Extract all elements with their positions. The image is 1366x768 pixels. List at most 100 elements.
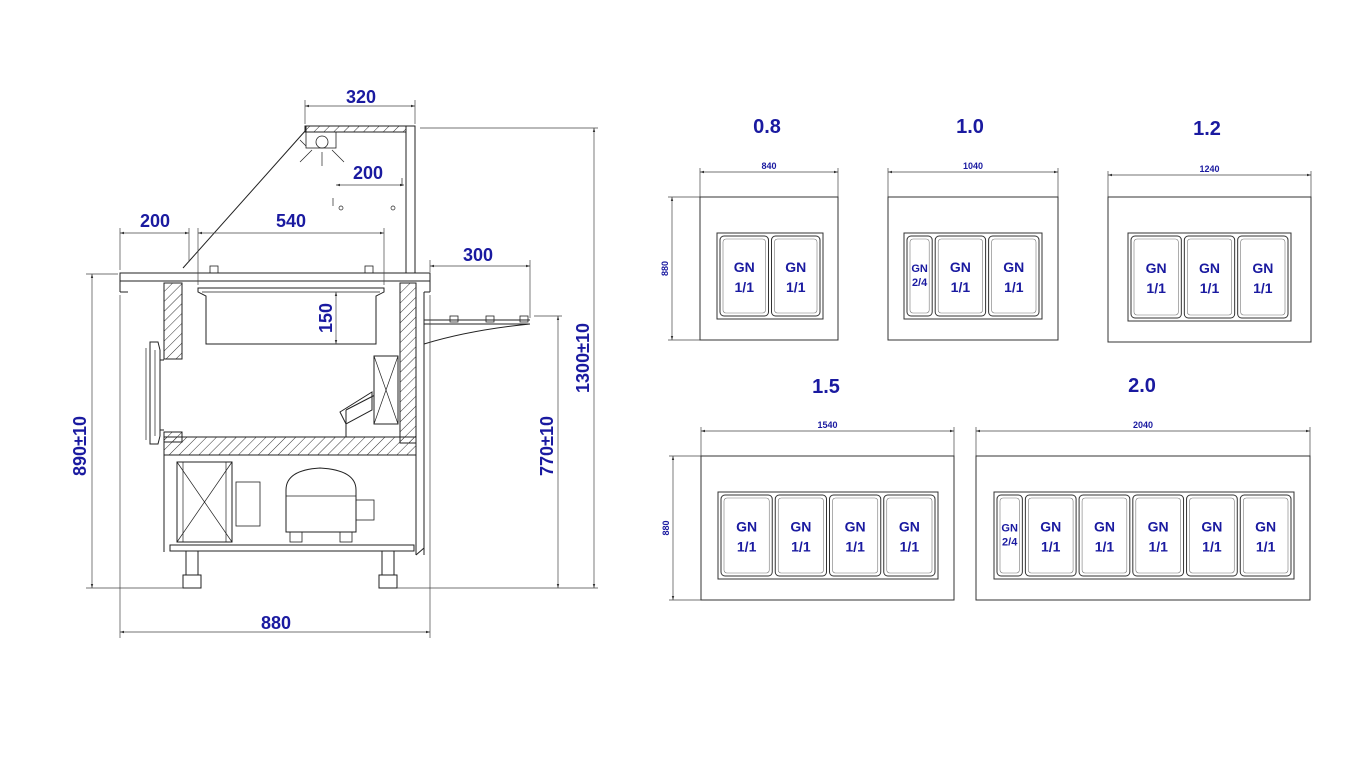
dim-counter-height: 890±10 bbox=[70, 416, 90, 476]
plan-view-title: 1.5 bbox=[812, 376, 840, 398]
pan-well bbox=[1127, 232, 1292, 322]
gn-size: 1/1 bbox=[791, 539, 811, 555]
plan-width-label: 1240 bbox=[1199, 164, 1219, 174]
gn-size: 1/1 bbox=[1148, 539, 1168, 555]
gn-pan-1-1: GN 1/1 bbox=[1024, 494, 1077, 577]
top-shelf bbox=[304, 125, 416, 133]
side-section-view: 320 200 200 540 150 300 880 890±10 bbox=[70, 87, 598, 638]
insulated-floor bbox=[163, 436, 417, 456]
gn-pan-1-1: GN 1/1 bbox=[1239, 494, 1292, 577]
gn-label: GN bbox=[1040, 519, 1061, 535]
gn-size: 2/4 bbox=[1002, 537, 1018, 549]
dim-pan-width: 540 bbox=[276, 211, 306, 231]
plan-view-title: 2.0 bbox=[1128, 375, 1156, 397]
plan-depth-label: 880 bbox=[661, 520, 671, 535]
gn-size: 1/1 bbox=[1041, 539, 1061, 555]
gn-pan-2-4: GN 2/4 bbox=[906, 235, 933, 317]
gn-label: GN bbox=[1255, 519, 1276, 535]
gn-pan-1-1: GN 1/1 bbox=[1183, 235, 1236, 319]
dim-total-width: 880 bbox=[261, 613, 291, 633]
gn-size: 1/1 bbox=[951, 279, 971, 295]
pan-well bbox=[903, 232, 1043, 320]
pan-well bbox=[717, 491, 939, 580]
pan-well bbox=[993, 491, 1295, 580]
gn-pan-1-1: GN 1/1 bbox=[1130, 235, 1182, 319]
dim-total-height: 1300±10 bbox=[573, 323, 593, 393]
gn-pan-2-4: GN 2/4 bbox=[996, 494, 1023, 577]
gn-label: GN bbox=[1148, 519, 1169, 535]
counter-top bbox=[119, 272, 431, 282]
gn-size: 1/1 bbox=[1202, 539, 1222, 555]
plan-width-label: 2040 bbox=[1133, 420, 1153, 430]
gn-size: 1/1 bbox=[1256, 539, 1276, 555]
dim-rear-height: 770±10 bbox=[537, 416, 557, 476]
gn-pan-1-1: GN 1/1 bbox=[1237, 235, 1289, 319]
gn-pan-1-1: GN1/1 bbox=[829, 494, 882, 577]
dim-rear-shelf: 300 bbox=[463, 245, 493, 265]
plan-width-label: 840 bbox=[761, 161, 776, 171]
dim-pan-depth: 150 bbox=[316, 303, 336, 333]
foot-rear bbox=[381, 550, 395, 576]
gn-pan-1-1: GN1/1 bbox=[720, 494, 773, 577]
gn-pan-1-1: GN 1/1 bbox=[719, 235, 769, 317]
gn-pan-1-1: GN 1/1 bbox=[1132, 494, 1185, 577]
gn-pan-1-1: GN 1/1 bbox=[934, 235, 987, 317]
gn-label: GN bbox=[1094, 519, 1115, 535]
compressor bbox=[285, 467, 375, 543]
dim-front-shelf: 200 bbox=[140, 211, 170, 231]
gn-pan-1-1: GN 1/1 bbox=[1078, 494, 1131, 577]
plan-view-title: 1.0 bbox=[956, 116, 984, 138]
dim-top-width: 320 bbox=[346, 87, 376, 107]
gn-label: GN bbox=[1252, 260, 1273, 276]
gn-size: 1/1 bbox=[1004, 279, 1024, 295]
gn-label: GN bbox=[790, 519, 811, 535]
gn-size: 1/1 bbox=[1146, 280, 1166, 296]
gn-size: 1/1 bbox=[1095, 539, 1115, 555]
gn-label: GN bbox=[899, 519, 920, 535]
light-icon bbox=[299, 131, 345, 166]
gn-label: GN bbox=[734, 259, 755, 275]
rear-wall bbox=[399, 282, 417, 444]
dim-light: 200 bbox=[353, 163, 383, 183]
gn-pan-1-1: GN 1/1 bbox=[988, 235, 1040, 317]
plan-width-label: 1540 bbox=[817, 420, 837, 430]
gn-pan-1-1: GN 1/1 bbox=[1186, 494, 1238, 577]
plan-view-title: 0.8 bbox=[753, 116, 781, 138]
front-glass bbox=[182, 129, 307, 269]
plan-view-title: 1.2 bbox=[1193, 118, 1221, 140]
gn-label: GN bbox=[1146, 260, 1167, 276]
door-handle bbox=[149, 341, 161, 445]
foot-front bbox=[185, 550, 199, 576]
gn-label: GN bbox=[950, 259, 971, 275]
gn-pan-1-1: GN 1/1 bbox=[883, 494, 936, 577]
gn-size: 1/1 bbox=[1253, 280, 1273, 296]
plan-width-label: 1040 bbox=[963, 161, 983, 171]
plan-depth-label: 880 bbox=[660, 261, 670, 276]
gn-pan-1-1: GN 1/1 bbox=[774, 494, 827, 577]
gn-label: GN bbox=[785, 259, 806, 275]
gn-size: 1/1 bbox=[900, 539, 920, 555]
gn-size: 2/4 bbox=[912, 277, 928, 289]
gn-label: GN bbox=[1199, 260, 1220, 276]
gn-pan bbox=[197, 287, 385, 345]
gn-pan-1-1: GN 1/1 bbox=[771, 235, 821, 317]
gn-label: GN bbox=[1003, 259, 1024, 275]
gn-label: GN bbox=[1201, 519, 1222, 535]
gn-size: 1/1 bbox=[735, 279, 755, 295]
gn-label: GN bbox=[911, 263, 928, 275]
rear-post bbox=[405, 125, 416, 277]
plan-view-0-8: 0.8 840 880 GN 1/1 GN 1/1 bbox=[660, 116, 839, 341]
base-plate bbox=[169, 544, 415, 552]
gn-label: GN bbox=[1001, 523, 1018, 535]
gn-size: 1/1 bbox=[1200, 280, 1220, 296]
gn-size: 1/1 bbox=[786, 279, 806, 295]
gn-size: 1/1 bbox=[845, 539, 865, 555]
front-wall bbox=[163, 282, 183, 360]
pan-well bbox=[716, 232, 824, 320]
